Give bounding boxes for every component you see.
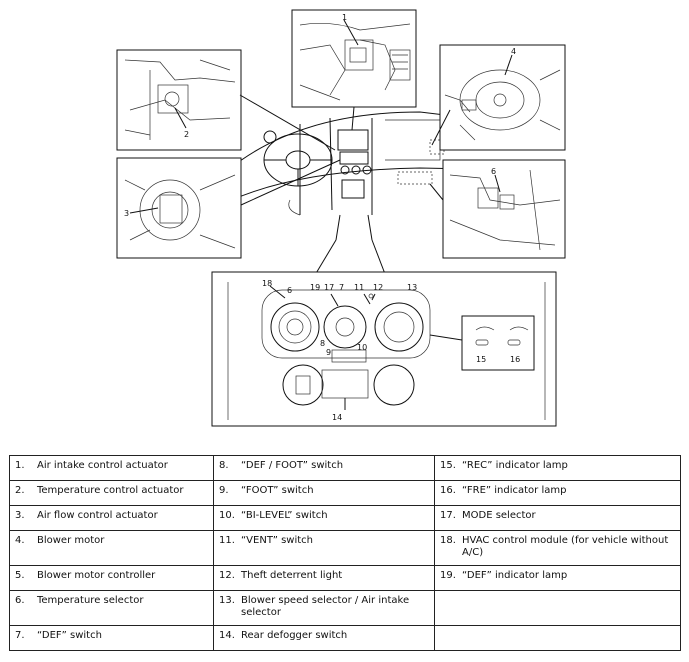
legend-cell: 4.Blower motor	[9, 530, 214, 566]
legend-row: 5.Blower motor controller 12.Theft deter…	[9, 565, 681, 591]
callout-15: 15	[476, 355, 486, 364]
legend-cell: 5.Blower motor controller	[9, 565, 214, 591]
callout-10: 10	[357, 343, 367, 352]
legend-cell: 8.“DEF / FOOT” switch	[213, 455, 435, 481]
legend-cell: 6.Temperature selector	[9, 590, 214, 626]
legend-cell: 1.Air intake control actuator	[9, 455, 214, 481]
callout-11: 11	[354, 283, 364, 292]
callout-6: 6	[491, 167, 496, 176]
callout-12: 12	[373, 283, 383, 292]
inset-temperature-actuator: 2	[116, 49, 242, 151]
legend-row: 4.Blower motor 11.“VENT” switch 18.HVAC …	[9, 530, 681, 566]
legend-row: 6.Temperature selector 13.Blower speed s…	[9, 590, 681, 626]
inset-blower-motor-controller: 6	[442, 159, 566, 259]
callout-6b: 6	[287, 286, 292, 295]
callout-16: 16	[510, 355, 520, 364]
callout-4: 4	[511, 47, 516, 56]
legend-row: 7.“DEF” switch 14.Rear defogger switch	[9, 625, 681, 651]
hvac-component-location-diagram: 1 2 3 4 6	[116, 9, 566, 427]
callout-7: 7	[339, 283, 344, 292]
legend-row: 3.Air flow control actuator 10.“BI-LEVEL…	[9, 505, 681, 531]
callout-2: 2	[184, 130, 189, 139]
callout-3: 3	[124, 209, 129, 218]
callout-13: 13	[407, 283, 417, 292]
legend-cell: 11.“VENT” switch	[213, 530, 435, 566]
dashboard-illustration	[227, 111, 521, 241]
callout-18: 18	[262, 279, 272, 288]
callout-17: 17	[324, 283, 334, 292]
inset-air-flow-actuator: 3	[116, 157, 242, 259]
legend-cell: 2.Temperature control actuator	[9, 480, 214, 506]
legend-cell: 16.“FRE” indicator lamp	[434, 480, 681, 506]
inset-hvac-control-panel: 18 6 19 17 7 11 12 13 8 9 10 14 15 16	[211, 271, 557, 427]
legend-cell: 19.“DEF” indicator lamp	[434, 565, 681, 591]
legend-cell: 18.HVAC control module (for vehicle with…	[434, 530, 681, 566]
legend-cell: 7.“DEF” switch	[9, 625, 214, 651]
legend-cell: 13.Blower speed selector / Air intake se…	[213, 590, 435, 626]
callout-8: 8	[320, 339, 325, 348]
component-legend-table: 1.Air intake control actuator 8.“DEF / F…	[9, 455, 681, 651]
legend-cell: 17.MODE selector	[434, 505, 681, 531]
callout-9: 9	[326, 348, 331, 357]
legend-row: 1.Air intake control actuator 8.“DEF / F…	[9, 455, 681, 481]
legend-cell: 12.Theft deterrent light	[213, 565, 435, 591]
legend-cell: 9.“FOOT” switch	[213, 480, 435, 506]
legend-row: 2.Temperature control actuator 9.“FOOT” …	[9, 480, 681, 506]
legend-cell	[434, 625, 681, 651]
inset-air-intake-actuator: 1	[291, 9, 417, 108]
legend-cell	[434, 590, 681, 626]
callout-14: 14	[332, 413, 342, 422]
legend-cell: 10.“BI-LEVEL” switch	[213, 505, 435, 531]
inset-blower-motor: 4	[439, 44, 566, 151]
legend-cell: 14.Rear defogger switch	[213, 625, 435, 651]
legend-cell: 3.Air flow control actuator	[9, 505, 214, 531]
callout-1: 1	[342, 13, 347, 22]
legend-cell: 15.“REC” indicator lamp	[434, 455, 681, 481]
callout-19: 19	[310, 283, 320, 292]
